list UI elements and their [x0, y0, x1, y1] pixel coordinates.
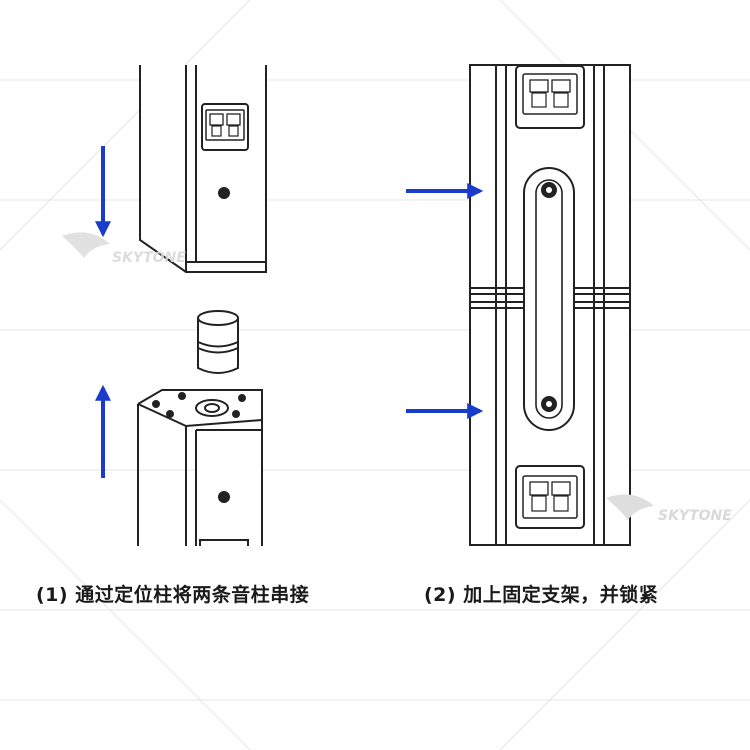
step-2-illustration: SKYTONE	[406, 64, 732, 546]
watermark-logo: SKYTONE	[62, 232, 186, 266]
svg-text:SKYTONE: SKYTONE	[112, 250, 186, 266]
step-1-illustration: SKYTONE	[62, 65, 267, 546]
svg-text:SKYTONE: SKYTONE	[658, 508, 732, 524]
mount-screw	[218, 491, 230, 503]
lower-speaker-column	[137, 389, 263, 546]
mount-screw	[218, 187, 230, 199]
upper-speaker-column	[139, 65, 267, 273]
fixing-bracket	[523, 167, 575, 431]
step-2-caption: (2) 加上固定支架，并锁紧	[424, 584, 659, 606]
watermark-logo: SKYTONE	[606, 494, 732, 524]
connector-terminal-icon	[201, 103, 249, 151]
locating-pin-icon	[197, 310, 239, 374]
connector-terminal-icon	[515, 465, 585, 529]
step-1-caption: (1) 通过定位柱将两条音柱串接	[36, 584, 310, 606]
connector-terminal-icon	[515, 65, 585, 129]
